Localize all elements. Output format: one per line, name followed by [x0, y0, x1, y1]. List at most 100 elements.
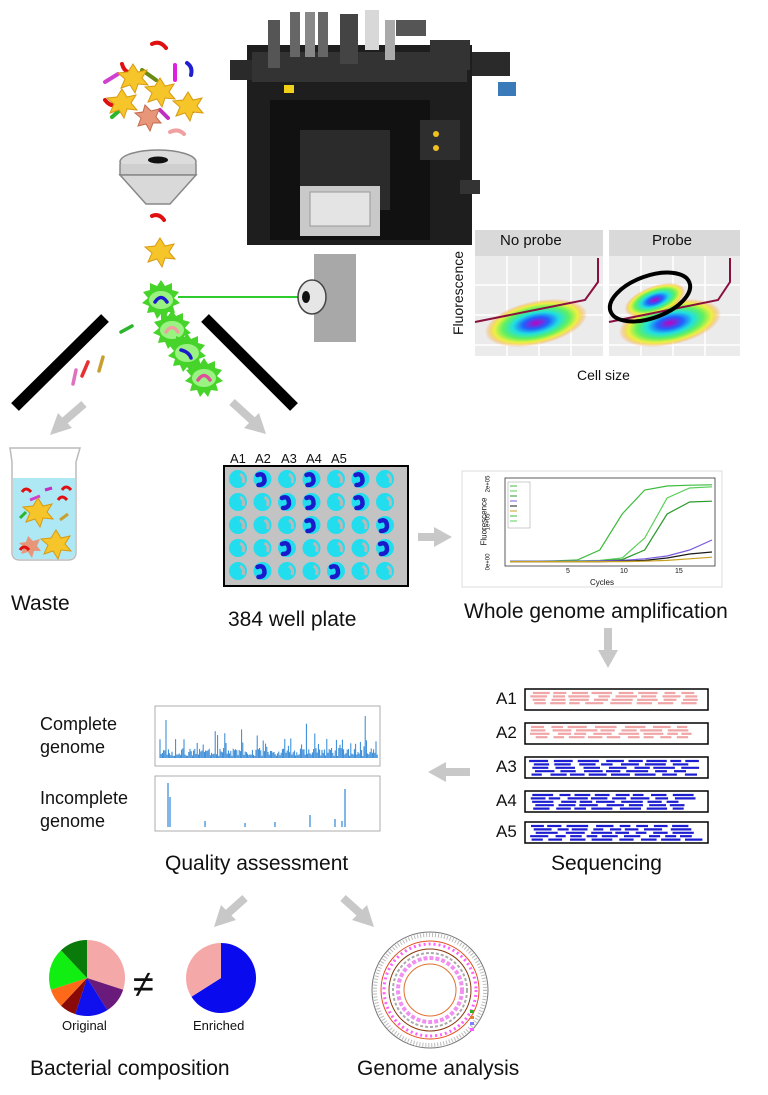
- quality-label-incomplete: Incomplete genome: [40, 788, 129, 831]
- well-empty-mark: [288, 518, 295, 530]
- well-empty-mark: [263, 495, 270, 507]
- wga-x-tick-1: 10: [620, 568, 628, 575]
- well-empty-mark: [361, 541, 368, 553]
- well-empty-mark: [288, 564, 295, 576]
- well-empty-mark: [386, 564, 393, 576]
- stage-sequencing: Sequencing: [551, 852, 662, 875]
- flow-panel-no-probe: [474, 230, 603, 356]
- pie-label-enriched: Enriched: [193, 1018, 245, 1033]
- well-cell: [255, 472, 267, 488]
- panel-title-no-probe: No probe: [500, 232, 562, 249]
- cell-sorter-instrument: [230, 10, 516, 245]
- arrow-to-quality: [428, 762, 470, 782]
- coverage-plot-complete: [154, 705, 381, 767]
- arrow-to-analysis: [340, 895, 374, 927]
- pie-slice: [60, 940, 87, 978]
- well-label-a4: A4: [306, 451, 322, 466]
- flow-x-axis-label: Cell size: [577, 367, 630, 383]
- wga-x-tick-0: 5: [566, 568, 570, 575]
- pie-slice: [49, 950, 87, 990]
- well-label-a5: A5: [331, 451, 347, 466]
- stage-wga: Whole genome amplification: [464, 600, 728, 623]
- well-label-a2: A2: [255, 451, 271, 466]
- detector: [297, 254, 356, 342]
- well-cell: [304, 518, 316, 534]
- well-label-a3: A3: [281, 451, 297, 466]
- arrow-to-wga: [418, 527, 452, 547]
- deflection-plates: [11, 314, 298, 411]
- well-empty-mark: [386, 472, 393, 484]
- well-cell: [304, 495, 316, 511]
- pie-slice: [87, 940, 125, 990]
- wga-chart: [461, 470, 723, 588]
- sorted-droplets: [142, 280, 223, 397]
- pie-enriched: [186, 942, 257, 1013]
- well-empty-mark: [263, 518, 270, 530]
- flow-panel-probe: [607, 230, 740, 356]
- well-empty-mark: [239, 564, 246, 576]
- well-empty-mark: [337, 472, 344, 484]
- well-empty-mark: [312, 564, 319, 576]
- well-empty-mark: [263, 541, 270, 553]
- well-empty-mark: [361, 564, 368, 576]
- well-empty-mark: [239, 541, 246, 553]
- pie-slice: [186, 943, 221, 997]
- well-cell: [279, 541, 292, 557]
- well-cell: [353, 472, 365, 488]
- read-label-a3: A3: [496, 757, 517, 776]
- well-empty-mark: [239, 495, 246, 507]
- well-empty-mark: [288, 472, 295, 484]
- waste-beaker: [9, 447, 81, 561]
- panel-title-probe: Probe: [652, 232, 693, 249]
- well-empty-mark: [337, 518, 344, 530]
- well-label-a1: A1: [230, 451, 246, 466]
- well-cell: [377, 518, 390, 534]
- well-empty-mark: [386, 495, 393, 507]
- pie-slice: [87, 978, 124, 1011]
- circular-genome-map: [371, 931, 489, 1049]
- stage-plate: 384 well plate: [228, 608, 357, 631]
- arrow-to-plate: [229, 399, 266, 434]
- pie-label-original: Original: [62, 1018, 107, 1033]
- well-empty-mark: [239, 518, 246, 530]
- well-cell: [304, 472, 316, 488]
- pie-slice: [50, 978, 87, 1006]
- read-label-a2: A2: [496, 723, 517, 742]
- pie-slice: [191, 942, 257, 1013]
- well-cell: [279, 495, 292, 511]
- arrow-to-waste: [50, 400, 87, 435]
- flow-y-axis-label: Fluorescence: [450, 250, 467, 336]
- well-cell: [255, 564, 267, 580]
- read-label-a1: A1: [496, 689, 517, 708]
- sample-mixture: [103, 40, 204, 136]
- quality-label-complete: Complete genome: [40, 714, 118, 757]
- well-cell: [353, 495, 365, 511]
- well-empty-mark: [337, 541, 344, 553]
- wga-y-tick-0: 0e+00: [485, 553, 492, 571]
- not-equal-sign: ≠: [133, 964, 154, 1006]
- well-plate: [223, 465, 409, 587]
- wga-x-label: Cycles: [590, 578, 615, 587]
- stage-analysis: Genome analysis: [357, 1057, 520, 1080]
- arrow-to-sequencing: [598, 628, 618, 668]
- wga-x-tick-2: 15: [675, 568, 683, 575]
- coverage-plot-incomplete: [154, 775, 381, 832]
- well-cell: [328, 564, 341, 580]
- read-label-a5: A5: [496, 822, 517, 841]
- well-empty-mark: [239, 472, 246, 484]
- pie-original: [49, 940, 125, 1016]
- amp-curve: [510, 556, 713, 563]
- wga-y-tick-2: 2e+05: [485, 475, 492, 493]
- well-empty-mark: [312, 541, 319, 553]
- stage-composition: Bacterial composition: [30, 1057, 230, 1080]
- well-cell: [377, 541, 390, 557]
- well-empty-mark: [337, 495, 344, 507]
- pie-slice: [60, 978, 87, 1015]
- wga-y-tick-1: 1e+05: [485, 513, 492, 531]
- waste-particles: [71, 324, 134, 386]
- arrow-to-composition: [214, 895, 248, 927]
- stage-quality: Quality assessment: [165, 852, 349, 875]
- stage-waste: Waste: [11, 592, 70, 615]
- sequencing-reads: [524, 688, 709, 844]
